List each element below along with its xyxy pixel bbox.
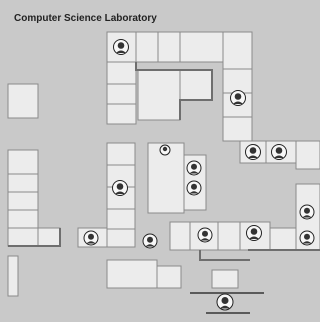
- room[interactable]: [179, 31, 224, 63]
- person-portrait-icon[interactable]: [299, 230, 315, 246]
- room[interactable]: [7, 191, 39, 211]
- person-portrait-icon[interactable]: [246, 225, 262, 241]
- room[interactable]: [157, 31, 181, 63]
- room[interactable]: [7, 83, 39, 119]
- person-portrait-icon[interactable]: [83, 230, 99, 246]
- room[interactable]: [137, 69, 181, 121]
- wall: [199, 250, 250, 261]
- room[interactable]: [222, 116, 253, 142]
- person-portrait-icon[interactable]: [186, 160, 202, 176]
- room[interactable]: [169, 221, 191, 251]
- room[interactable]: [135, 31, 159, 63]
- room[interactable]: [295, 140, 320, 170]
- room[interactable]: [269, 227, 297, 251]
- person-portrait-icon[interactable]: [186, 180, 202, 196]
- wall: [135, 62, 213, 120]
- room[interactable]: [106, 142, 136, 166]
- room[interactable]: [7, 227, 39, 247]
- room[interactable]: [106, 208, 136, 230]
- caption-line: [206, 312, 250, 314]
- room[interactable]: [106, 228, 136, 248]
- caption-line: [190, 292, 264, 294]
- room[interactable]: [156, 265, 182, 289]
- person-portrait-icon[interactable]: [113, 39, 129, 55]
- person-portrait-icon[interactable]: [112, 180, 128, 196]
- room[interactable]: [222, 31, 253, 70]
- room[interactable]: [37, 227, 61, 247]
- person-portrait-icon[interactable]: [159, 144, 171, 156]
- person-portrait-icon[interactable]: [271, 144, 287, 160]
- room[interactable]: [106, 83, 137, 105]
- page-title: Computer Science Laboratory: [14, 13, 157, 24]
- room[interactable]: [7, 173, 39, 193]
- person-portrait-icon[interactable]: [230, 90, 246, 106]
- room[interactable]: [217, 221, 241, 251]
- room[interactable]: [106, 259, 158, 289]
- wall: [8, 228, 61, 247]
- room[interactable]: [106, 61, 137, 85]
- person-portrait-icon[interactable]: [245, 144, 261, 160]
- room[interactable]: [7, 149, 39, 175]
- person-portrait-icon[interactable]: [299, 204, 315, 220]
- room[interactable]: [211, 269, 239, 289]
- person-portrait-icon[interactable]: [197, 227, 213, 243]
- person-portrait-icon[interactable]: [142, 233, 158, 249]
- room[interactable]: [222, 68, 253, 94]
- room[interactable]: [7, 209, 39, 229]
- room[interactable]: [179, 69, 213, 101]
- room[interactable]: [106, 103, 137, 125]
- person-portrait-icon[interactable]: [216, 293, 234, 311]
- room[interactable]: [7, 255, 19, 297]
